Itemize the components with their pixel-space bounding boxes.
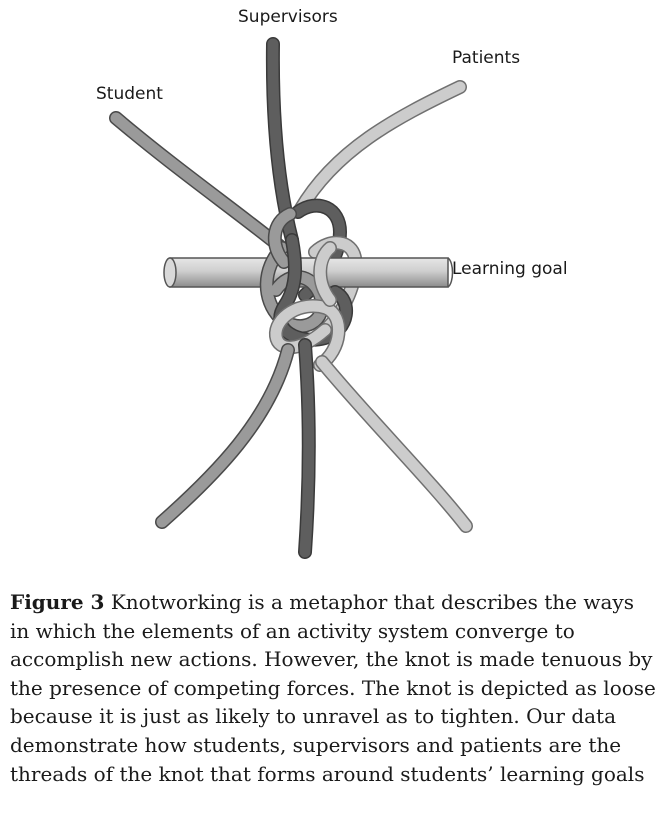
- caption-text: Knotworking is a metaphor that describes…: [10, 590, 656, 786]
- student-thread-back: [109, 111, 289, 255]
- knotworking-diagram: [109, 37, 473, 559]
- patients-thread-lower: [315, 355, 473, 533]
- student-loop-front: [259, 207, 329, 334]
- label-learning-goal: Learning goal: [452, 259, 568, 279]
- figure-label: Figure 3: [10, 590, 105, 614]
- label-supervisors: Supervisors: [238, 7, 338, 27]
- patients-thread-back: [293, 80, 467, 217]
- label-patients: Patients: [452, 48, 521, 68]
- student-thread-lower: [155, 343, 295, 529]
- supervisors-thread-lower: [298, 338, 316, 559]
- figure-caption: Figure 3 Knotworking is a metaphor that …: [10, 588, 658, 788]
- label-student: Student: [96, 84, 163, 104]
- supervisors-loop-front: [273, 233, 354, 347]
